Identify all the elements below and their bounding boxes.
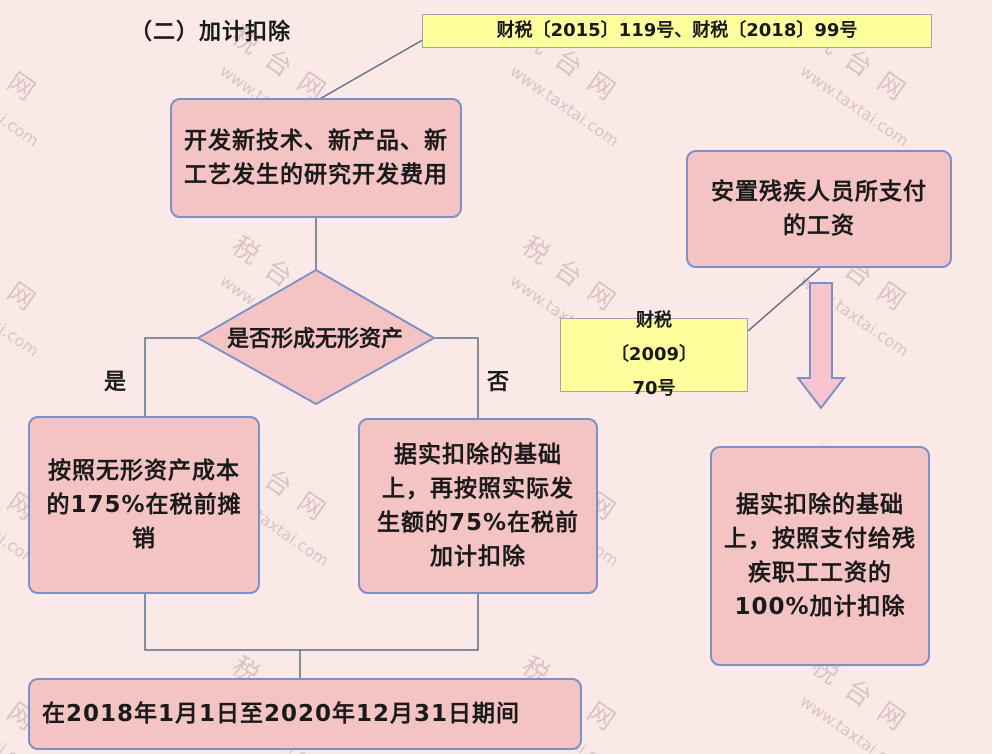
watermark-char: 台 [549, 254, 588, 293]
watermark-char: 网 [872, 697, 911, 736]
watermark-char: 台 [259, 254, 298, 293]
watermark-char: 网 [582, 697, 621, 736]
disabled-result-box: 据实扣除的基础上，按照支付给残疾职工工资的100%加计扣除 [710, 446, 930, 666]
no-label: 否 [487, 370, 510, 395]
no-result-box: 据实扣除的基础上，再按照实际发生额的75%在税前加计扣除 [358, 418, 598, 594]
watermark-char: 台 [549, 44, 588, 83]
watermark-char: 网 [872, 277, 911, 316]
regulation-note-side: 财税〔2009〕70号 [560, 310, 748, 399]
yes-result-box: 按照无形资产成本的175%在税前摊销 [28, 416, 260, 594]
watermark-char: 网 [2, 67, 41, 106]
section-title: （二）加计扣除 [130, 20, 292, 45]
watermark-char: 台 [0, 44, 7, 83]
watermark-char: 网 [582, 67, 621, 106]
watermark-char: 台 [0, 254, 7, 293]
watermark-char: 台 [259, 464, 298, 503]
watermark-char: 台 [259, 44, 298, 83]
watermark-char: 台 [0, 674, 7, 713]
period-box: 在2018年1月1日至2020年12月31日期间 [28, 678, 582, 750]
watermark-char: 税 [516, 231, 555, 270]
watermark-char: 网 [292, 487, 331, 526]
watermark-char: 税 [226, 231, 265, 270]
decision-label: 是否形成无形资产 [226, 327, 403, 352]
watermark-char: 网 [2, 277, 41, 316]
regulation-note-top: 财税〔2015〕119号、财税〔2018〕99号 [422, 14, 932, 48]
disabled-wage-box: 安置残疾人员所支付的工资 [686, 150, 952, 268]
watermark-char: 网 [292, 277, 331, 316]
watermark-char: 台 [0, 464, 7, 503]
yes-label: 是 [104, 370, 127, 395]
rnd-expense-box: 开发新技术、新产品、新工艺发生的研究开发费用 [170, 98, 462, 218]
watermark-char: 台 [839, 674, 878, 713]
watermark-char: 台 [839, 44, 878, 83]
watermark-char: 网 [872, 67, 911, 106]
